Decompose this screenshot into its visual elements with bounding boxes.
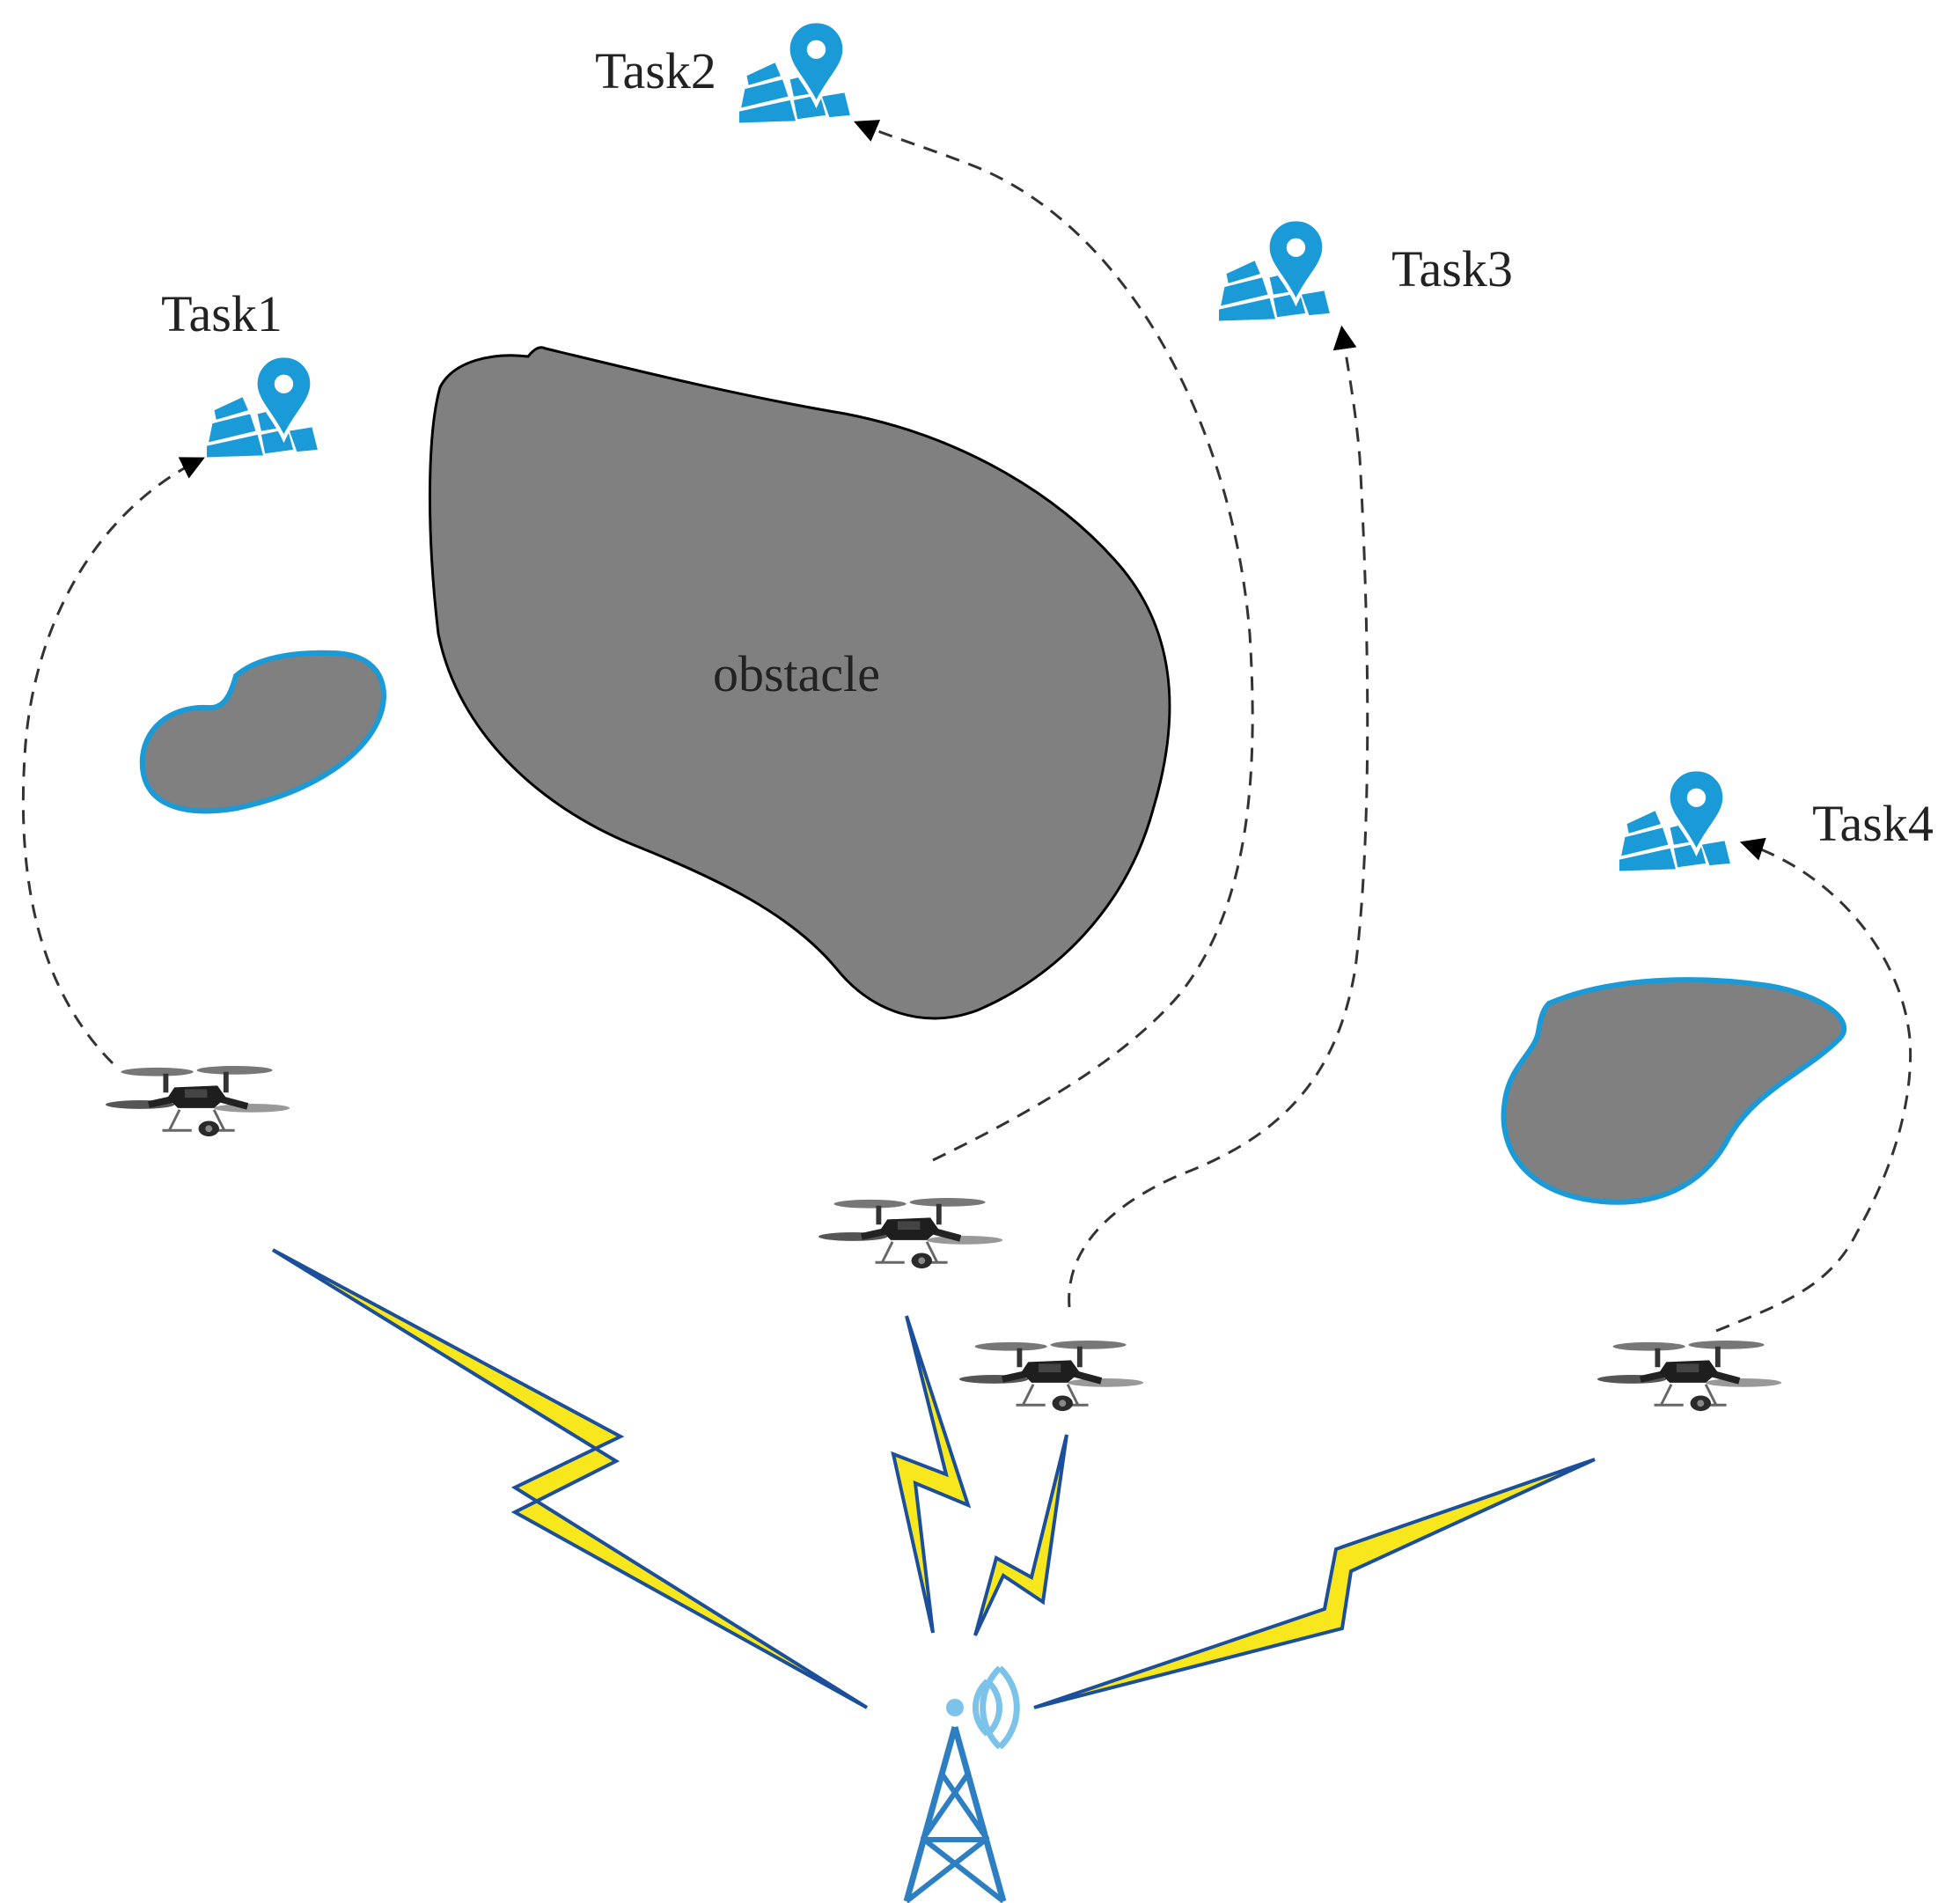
path-to-task2 [854, 120, 1254, 1162]
antenna-tower-icon [903, 1665, 1020, 1903]
small-obstacle-right [1501, 977, 1847, 1205]
drone-icon [959, 1341, 1143, 1411]
lightning-bolt-icon [271, 1248, 869, 1709]
drone-icon [106, 1066, 290, 1136]
map-pin-icon [1219, 219, 1330, 320]
large-obstacle [428, 346, 1171, 1020]
path-to-task3 [1068, 325, 1369, 1308]
map-pin-icon [1619, 769, 1730, 871]
obstacle-label: obstacle [713, 645, 880, 702]
task3-label: Task3 [1391, 240, 1513, 298]
lightning-bolt-icon [1033, 1458, 1596, 1709]
drone-icon [1597, 1341, 1781, 1411]
path-to-task1 [21, 457, 205, 1065]
task1-label: Task1 [161, 285, 283, 342]
drone-icon [819, 1198, 1002, 1268]
map-pin-icon [207, 356, 318, 457]
path-to-task4 [1715, 837, 1912, 1333]
map-pin-icon [739, 21, 850, 122]
task4-label: Task4 [1812, 795, 1934, 852]
small-obstacle-left [139, 650, 386, 814]
lightning-bolt-icon [891, 1315, 972, 1634]
lightning-bolt-icon [973, 1434, 1068, 1636]
task2-label: Task2 [595, 42, 716, 99]
